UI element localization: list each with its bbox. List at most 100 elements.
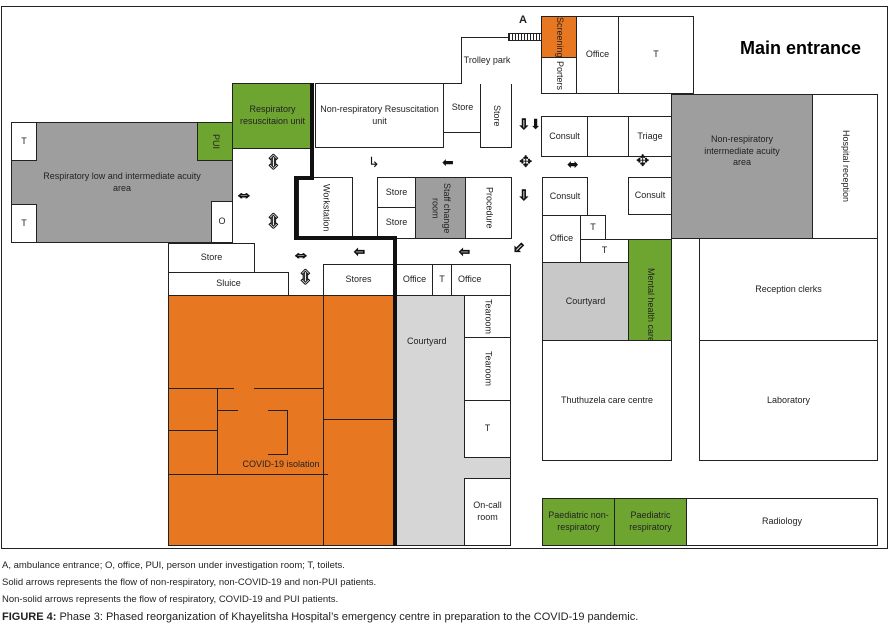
legend-hollow-arrows: Non-solid arrows represents the flow of … xyxy=(2,594,339,605)
office: Office xyxy=(451,264,511,296)
paediatric-respiratory: Paediatric respiratory xyxy=(614,498,687,546)
turn-arrow-solid-icon: ↳ xyxy=(368,154,380,170)
double-arrow-horizontal-icon: ⬌ xyxy=(567,156,579,172)
room-label: Tearoom xyxy=(483,298,494,334)
porters-room: Porters xyxy=(541,57,577,94)
radiology: Radiology xyxy=(686,498,878,546)
non-respiratory-intermediate-acuity-area: Non-respiratory intermediate acuity area xyxy=(671,94,813,239)
double-arrow-vertical-icon: ⇕ xyxy=(265,211,283,233)
screening-room: Screening xyxy=(541,16,577,58)
workstation: Workstation xyxy=(298,177,353,239)
consult-room: Consult xyxy=(542,177,588,216)
room-label: Mental health care xyxy=(645,267,656,343)
room-label: Staff change room xyxy=(430,182,453,234)
wall xyxy=(287,410,288,454)
left-arrow-hollow-icon: ⇦ xyxy=(354,244,366,259)
store: Store xyxy=(377,207,416,239)
thuthuzela-care-centre: Thuthuzela care centre xyxy=(542,340,672,461)
room-label: Hospital reception xyxy=(840,130,851,203)
ambulance-entrance-label: A xyxy=(519,14,527,26)
figure-caption: FIGURE 4: Phase 3: Phased reorganization… xyxy=(2,611,638,623)
tearoom: Tearoom xyxy=(464,337,511,401)
room-label: Porters xyxy=(554,60,565,90)
reception-clerks: Reception clerks xyxy=(699,238,878,341)
legend-solid-arrows: Solid arrows represents the flow of non-… xyxy=(2,577,377,588)
laboratory: Laboratory xyxy=(699,340,878,461)
room-label: PUI xyxy=(210,133,221,149)
junction-arrow-icon: ⇔ xyxy=(235,184,254,204)
left-arrow-hollow-icon: ⇦ xyxy=(459,244,471,259)
wall xyxy=(168,430,218,431)
pui-room: PUI xyxy=(197,122,233,161)
toilet: T xyxy=(11,122,37,161)
wall xyxy=(268,410,288,411)
covid-19-isolation: COVID-19 isolation xyxy=(168,295,394,546)
procedure-room: Procedure xyxy=(465,177,512,239)
toilet: T xyxy=(11,204,37,243)
main-entrance-label: Main entrance xyxy=(740,38,862,58)
room-label: Workstation xyxy=(321,184,332,232)
room-label: Store xyxy=(491,104,502,127)
non-respiratory-resuscitation-unit: Non-respiratory Resuscitation unit xyxy=(315,83,444,148)
separation-wall xyxy=(294,236,397,240)
courtyard: Courtyard xyxy=(542,262,629,341)
stores: Stores xyxy=(323,264,394,296)
room-label: Procedure xyxy=(484,187,495,229)
trolley-park: Trolley park xyxy=(461,37,512,84)
separation-wall xyxy=(310,83,314,179)
hospital-reception: Hospital reception xyxy=(812,94,878,239)
office: Office xyxy=(542,215,581,263)
toilet: T xyxy=(580,215,606,240)
three-way-arrow-icon: ✥ xyxy=(636,153,650,170)
room-label: Tearoom xyxy=(483,351,494,387)
store: Store xyxy=(443,83,482,133)
legend-abbreviations: A, ambulance entrance; O, office, PUI, p… xyxy=(2,560,345,571)
office-o: O xyxy=(211,201,233,243)
wall xyxy=(217,388,218,474)
respiratory-low-acuity-area: Respiratory low and intermediate acuity … xyxy=(11,122,233,243)
toilet: T xyxy=(580,239,629,263)
floor-plan-frame xyxy=(1,6,888,549)
wall xyxy=(323,419,393,420)
figure-label: FIGURE 4: xyxy=(2,611,57,623)
junction-arrow-icon: ⇔ xyxy=(292,244,311,264)
paediatric-non-respiratory: Paediatric non-respiratory xyxy=(542,498,615,546)
store: Store xyxy=(480,83,512,148)
down-arrows-icon: ⇩⬇ xyxy=(518,116,542,132)
consult-room: Consult xyxy=(541,116,588,157)
toilet: T xyxy=(432,264,452,296)
on-call-room: On-call room xyxy=(464,478,511,546)
separation-wall xyxy=(294,176,314,180)
separation-wall xyxy=(393,236,397,546)
wall xyxy=(268,454,288,455)
triage-room: Triage xyxy=(628,116,672,157)
figure-text: Phase 3: Phased reorganization of Khayel… xyxy=(56,611,639,623)
wall xyxy=(168,474,328,475)
store: Store xyxy=(377,177,416,208)
ambulance-ramp xyxy=(508,33,543,41)
double-arrow-vertical-icon: ⇕ xyxy=(297,267,315,289)
wall xyxy=(254,388,324,389)
room-label: Respiratory low and intermediate acuity … xyxy=(43,170,201,193)
room-label: Screening xyxy=(554,16,565,58)
wall xyxy=(168,388,234,389)
consult-room: Consult xyxy=(628,177,672,215)
store: Store xyxy=(168,243,255,273)
respiratory-resuscitation-unit: Respiratory resuscitaion unit xyxy=(232,83,313,149)
wall xyxy=(218,410,238,411)
toilet: T xyxy=(464,400,511,458)
separation-wall xyxy=(294,176,298,240)
office: Office xyxy=(576,16,619,94)
toilet: T xyxy=(618,16,694,94)
staff-change-room: Staff change room xyxy=(415,177,466,239)
left-arrow-solid-icon: ⬅ xyxy=(442,154,454,170)
wall xyxy=(323,295,324,545)
three-way-arrow-icon: ✥ xyxy=(519,154,533,171)
double-arrow-vertical-icon: ⇕ xyxy=(265,152,283,174)
room-label: Non-respiratory intermediate acuity area xyxy=(704,133,780,168)
tearoom: Tearoom xyxy=(464,295,511,338)
down-arrow-hollow-icon: ⇩ xyxy=(518,187,531,203)
turn-arrow-hollow-icon: ⬃ xyxy=(513,239,526,255)
sluice: Sluice xyxy=(168,272,289,296)
office: Office xyxy=(396,264,433,296)
